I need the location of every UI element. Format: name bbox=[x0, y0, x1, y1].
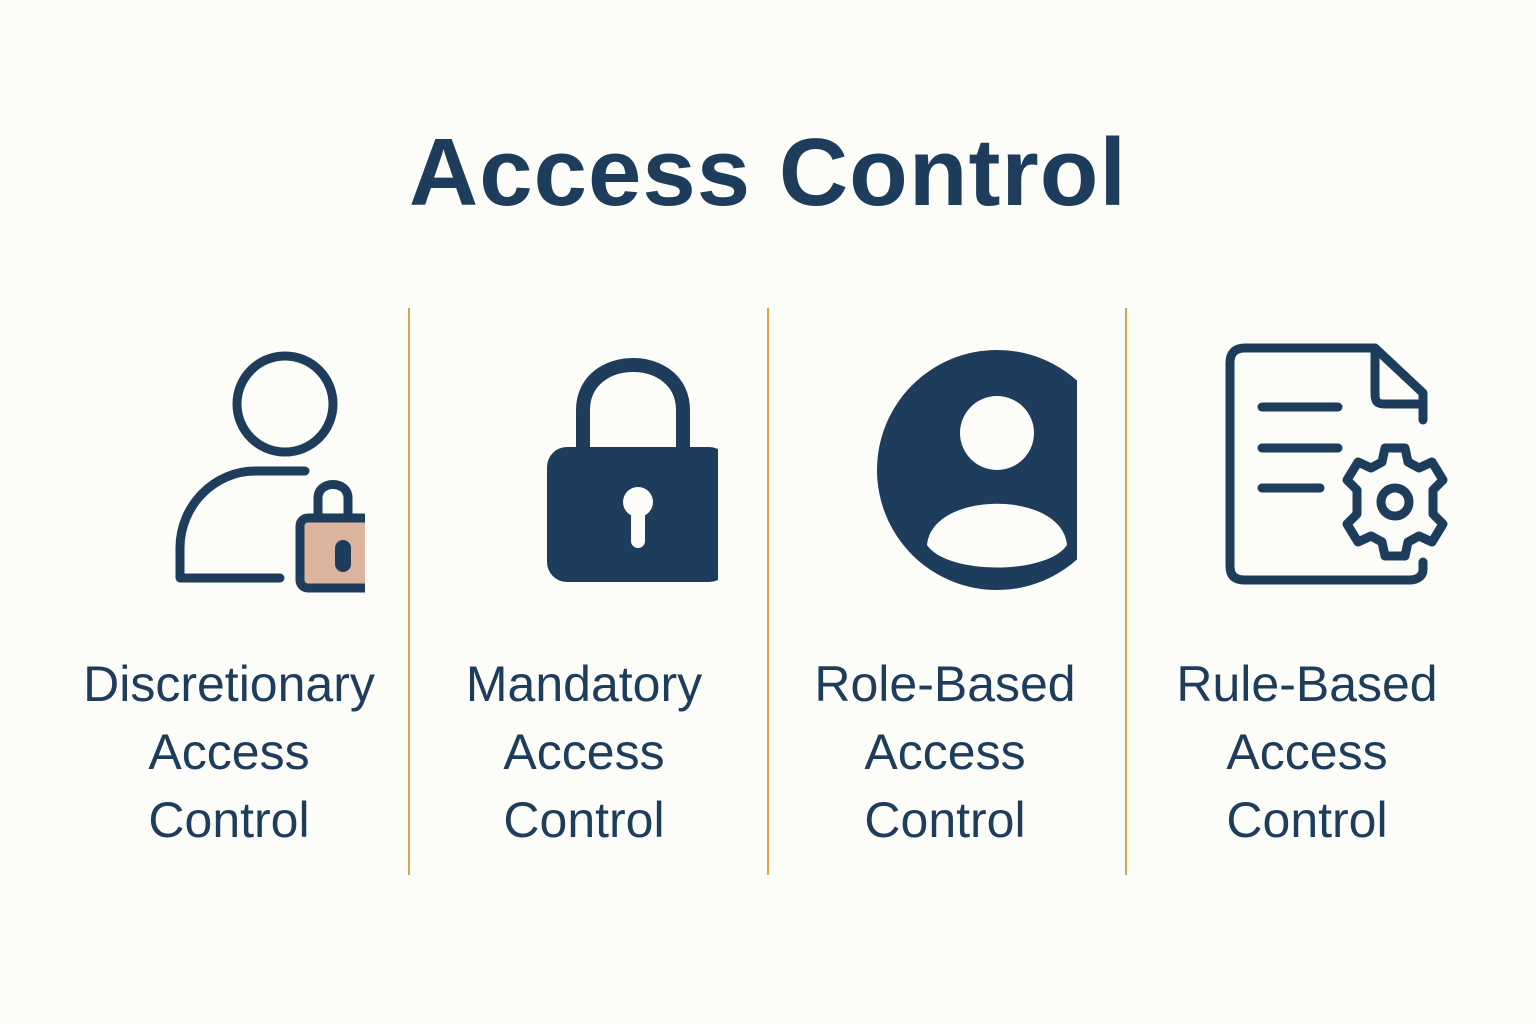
mac-icon-container bbox=[408, 330, 768, 610]
divider bbox=[1125, 308, 1127, 875]
document-gear-icon bbox=[1225, 343, 1448, 585]
divider bbox=[408, 308, 410, 875]
divider bbox=[767, 308, 769, 875]
user-lock-icon bbox=[175, 351, 365, 593]
rbac-icon-container bbox=[767, 330, 1127, 610]
dac-label: Discretionary Access Control bbox=[83, 656, 375, 848]
padlock-icon bbox=[547, 358, 718, 582]
dac-icon-container bbox=[55, 330, 415, 610]
rule-bac-icon-container bbox=[1125, 330, 1485, 610]
user-circle-icon bbox=[877, 350, 1077, 590]
mac-label: Mandatory Access Control bbox=[465, 656, 703, 848]
rule-bac-label: Rule-Based Access Control bbox=[1176, 656, 1438, 848]
page-title: Access Control bbox=[408, 119, 1128, 226]
rbac-label: Role-Based Access Control bbox=[814, 656, 1076, 848]
